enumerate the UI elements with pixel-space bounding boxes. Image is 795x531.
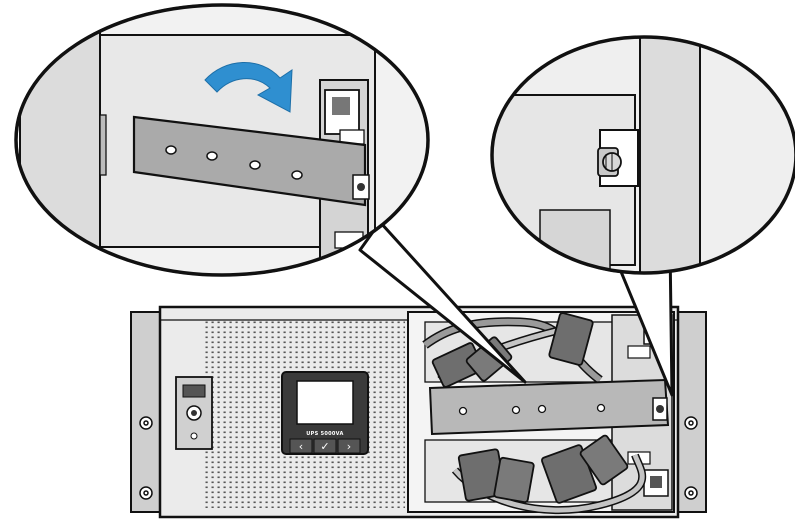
- enter-button-glyph: ✓: [320, 440, 329, 453]
- display-label: UPS 5000VA: [306, 431, 343, 437]
- battery-connector: [431, 312, 594, 388]
- left-button-glyph: ‹: [299, 440, 303, 453]
- left-button[interactable]: [289, 438, 313, 454]
- callout-thumbscrew-detail: [490, 35, 795, 397]
- button-row: ‹ ✓ ›: [289, 438, 361, 454]
- ups-unit: UPS 5000VA ‹ ✓ ›: [130, 305, 707, 519]
- control-panel: UPS 5000VA ‹ ✓ ›: [281, 371, 369, 455]
- right-button-glyph: ›: [347, 440, 351, 453]
- battery-retaining-bracket: [428, 378, 670, 436]
- epo-connector: [175, 376, 213, 450]
- enter-button[interactable]: [313, 438, 337, 454]
- rack-screw: [139, 416, 698, 500]
- right-rack-ear: [675, 311, 707, 513]
- battery-connector: [457, 434, 629, 504]
- right-button[interactable]: [337, 438, 361, 454]
- callout-bracket-detail: [14, 3, 527, 384]
- rotate-arrow-icon: [204, 62, 293, 113]
- lcd-display: [296, 380, 354, 425]
- left-rack-ear: [130, 311, 162, 513]
- battery-cables-lower: [451, 434, 647, 515]
